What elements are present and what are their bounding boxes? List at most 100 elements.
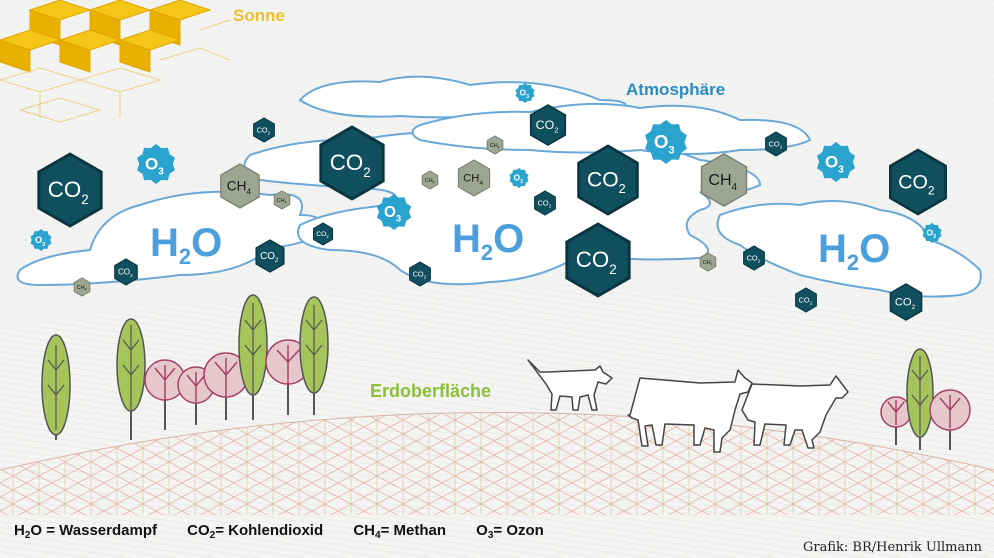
ch4-molecule-label: CH4 — [77, 285, 87, 292]
co2-molecule-14: CO2 — [743, 245, 765, 271]
legend-co2-sub: 2 — [209, 530, 216, 541]
co2-molecule-label: CO2 — [898, 171, 935, 197]
co2-molecule-4: CO2 — [565, 222, 631, 298]
atmosphere-label: Atmosphäre — [626, 80, 725, 99]
tree-round-3 — [203, 352, 249, 420]
co2-molecule-6: CO2 — [529, 104, 567, 146]
sun-label: Sonne — [233, 6, 285, 25]
ch4-molecule-label: CH4 — [277, 198, 287, 205]
tree-poplar-right — [906, 348, 934, 450]
co2-molecule-10: CO2 — [114, 258, 138, 286]
ch4-molecule-3: CH4 — [457, 159, 491, 197]
o3-molecule-7: O3 — [30, 229, 52, 251]
earth-horizon — [0, 412, 994, 471]
co2-molecule-7: CO2 — [253, 117, 275, 143]
o3-molecule-label: O3 — [145, 154, 164, 177]
legend-h2o-text: O = Wasserdampf — [30, 522, 157, 539]
ch4-molecule-label: CH4 — [490, 143, 500, 150]
co2-molecule-1: CO2 — [37, 152, 103, 228]
o3-molecule-8: O3 — [922, 223, 942, 243]
tree-round-4 — [265, 339, 311, 415]
cow-small — [527, 359, 613, 411]
tree-poplar-3 — [238, 294, 268, 420]
cow-right — [741, 375, 849, 449]
earth-label: Erdoberfläche — [370, 381, 491, 401]
legend: H2O = Wasserdampf CO2 = Kohlendioxid CH4… — [14, 522, 570, 541]
o3-molecule-label: O3 — [384, 204, 401, 224]
o3-molecule-4: O3 — [817, 142, 855, 182]
o3-molecule-label: O3 — [926, 228, 936, 241]
trees-right — [880, 348, 971, 450]
ch4-molecule-label: CH4 — [463, 173, 483, 187]
co2-molecule-15: CO2 — [795, 287, 817, 313]
earth-surface — [0, 412, 994, 515]
co2-molecule-label: CO2 — [747, 253, 761, 263]
ch4-molecule-label: CH4 — [425, 178, 435, 185]
legend-h2o: H2O = Wasserdampf — [14, 522, 157, 541]
o3-molecule-5: O3 — [515, 83, 535, 103]
ch4-molecule-2: CH4 — [700, 153, 748, 207]
ch4-molecule-label: CH4 — [708, 171, 737, 193]
o3-molecule-label: O3 — [35, 235, 45, 248]
tree-poplar-2 — [116, 318, 146, 440]
sun-graphic — [0, 0, 231, 123]
co2-molecule-3: CO2 — [577, 144, 639, 216]
co2-molecule-label: CO2 — [413, 269, 427, 279]
co2-molecule-label: CO2 — [316, 231, 329, 239]
cloud-right — [716, 200, 982, 298]
h2o-right: H2O — [818, 227, 890, 275]
legend-ch4: CH4 = Methan — [353, 522, 446, 541]
co2-molecule-12: CO2 — [534, 190, 556, 216]
legend-h2o-sub: 2 — [24, 530, 31, 541]
legend-o3-base: O — [476, 522, 488, 539]
co2-molecule-label: CO2 — [118, 268, 133, 279]
o3-molecule-2: O3 — [376, 194, 412, 230]
h2o-left: H2O — [150, 221, 222, 269]
co2-molecule-label: CO2 — [587, 169, 626, 196]
co2-molecule-11: CO2 — [313, 222, 333, 246]
o3-molecule-3: O3 — [645, 120, 687, 164]
credit: Grafik: BR/Henrik Ullmann — [802, 540, 982, 555]
trees-left — [41, 294, 329, 440]
ch4-molecule-8: CH4 — [699, 252, 717, 272]
o3-molecule-label: O3 — [654, 131, 675, 157]
tree-poplar-1 — [41, 334, 71, 440]
co2-molecule-label: CO2 — [260, 251, 279, 264]
co2-molecule-label: CO2 — [257, 125, 271, 135]
legend-o3-text: = Ozon — [493, 522, 544, 539]
legend-o3: O3 = Ozon — [476, 522, 544, 541]
o3-molecule-label: O3 — [519, 88, 529, 101]
o3-molecule-label: O3 — [825, 152, 844, 175]
legend-o3-sub: 3 — [487, 530, 494, 541]
co2-molecule-label: CO2 — [576, 247, 617, 277]
co2-molecule-16: CO2 — [889, 283, 923, 321]
ch4-molecule-6: CH4 — [273, 190, 291, 210]
tree-poplar-4 — [299, 296, 329, 415]
legend-co2: CO2 = Kohlendioxid — [187, 522, 323, 541]
co2-molecule-9: CO2 — [255, 239, 285, 273]
co2-molecule-label: CO2 — [48, 177, 89, 207]
ch4-molecule-5: CH4 — [421, 170, 439, 190]
co2-molecule-8: CO2 — [765, 131, 787, 157]
tree-round-1 — [144, 359, 186, 430]
cows — [527, 359, 849, 453]
co2-molecule-label: CO2 — [536, 118, 559, 135]
h2o-molecules: H2O H2O H2O — [150, 217, 890, 275]
o3-molecule-6: O3 — [509, 168, 529, 188]
legend-ch4-sub: 4 — [375, 530, 381, 541]
co2-molecule-label: CO2 — [799, 295, 813, 305]
o3-molecule-1: O3 — [137, 144, 175, 184]
co2-molecule-label: CO2 — [895, 297, 916, 311]
legend-ch4-text: = Methan — [380, 522, 446, 539]
co2-molecule-label: CO2 — [538, 198, 552, 208]
ch4-molecule-7: CH4 — [73, 277, 91, 297]
co2-molecule-2: CO2 — [319, 125, 385, 201]
ch4-molecule-label: CH4 — [227, 178, 252, 196]
legend-co2-text: = Kohlendioxid — [215, 522, 324, 539]
co2-molecule-5: CO2 — [889, 148, 947, 216]
legend-ch4-base: CH — [353, 522, 375, 539]
h2o-middle: H2O — [452, 217, 524, 265]
